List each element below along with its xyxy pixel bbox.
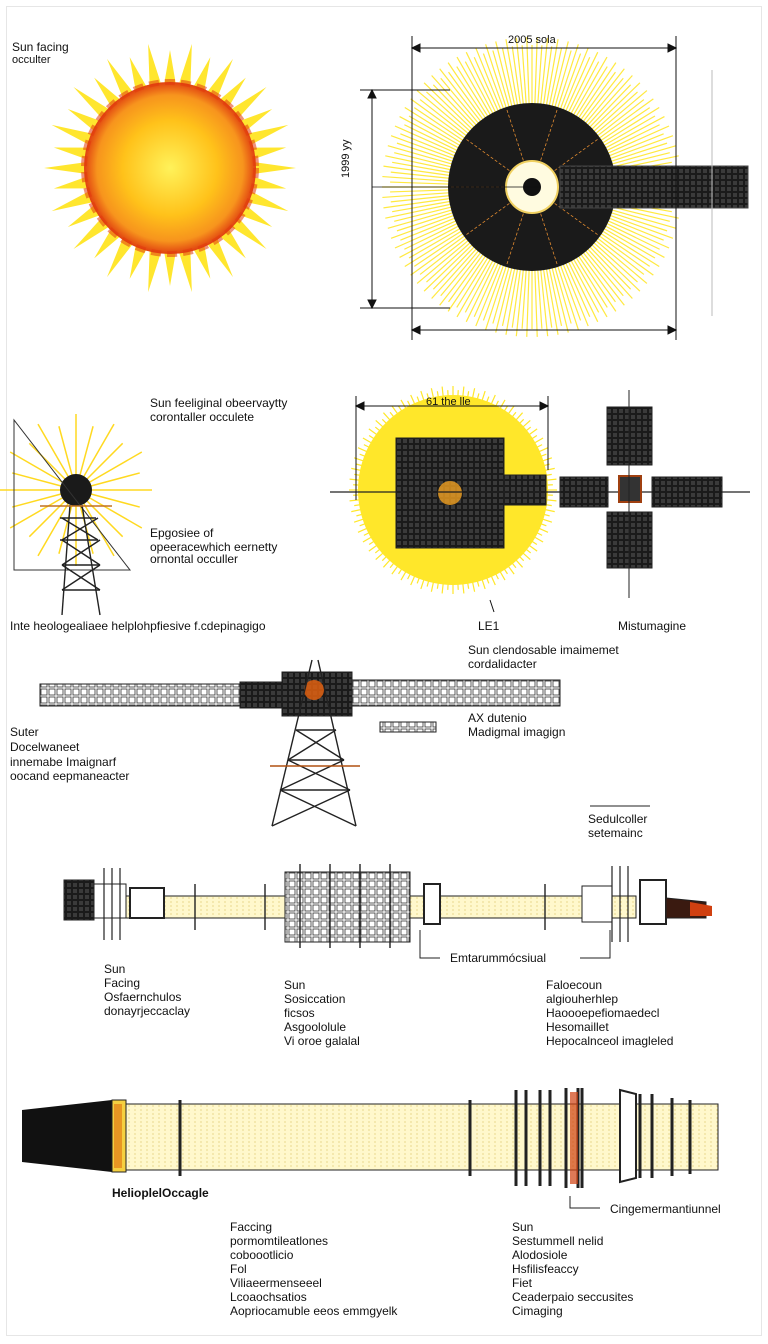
panel5-col1-line: Aopriocamuble eeos emmgyelk	[230, 1304, 398, 1318]
panel2-side-line1: Epgosiee of	[150, 526, 214, 540]
panel4-col1: Sun Facing Osfaernchulos donayrjeccaclay	[104, 962, 190, 1018]
callout-line-2	[569, 1196, 600, 1209]
panel5-col1-line: coboootlicio	[230, 1248, 294, 1262]
panel5-col2-line: Alodosiole	[512, 1248, 568, 1262]
panel3-top-line1: Sun clendosable imaimemet	[468, 643, 619, 657]
panel4-col3-line: algiouherhlep	[546, 992, 619, 1006]
panel5-col1-line: pormomtileatlones	[230, 1234, 329, 1248]
panel5-col1: Faccing pormomtileatlones coboootlicio F…	[230, 1220, 397, 1318]
sun-rays-1	[44, 43, 296, 293]
panel4-callout: Emtarummócsiual	[450, 951, 547, 965]
panel4-col3: Faloecoun algiouherhlep Haoooepefiomaede…	[546, 978, 673, 1048]
panel5-col2-line: Hsfilisfeaccy	[512, 1262, 579, 1276]
panel4-col3-line: Hepocalnceol imagleled	[546, 1034, 674, 1048]
panel4-col1-line: Facing	[104, 976, 141, 990]
panel5-col1-line: Viliaeermenseeel	[230, 1276, 322, 1290]
panel3-left-line3: innemabe Imaignarf	[10, 755, 117, 769]
panel4-col3-line: Faloecoun	[546, 978, 603, 992]
panel2-label-center: LE1	[478, 619, 500, 633]
panel4-col2-line: Asgoololule	[284, 1020, 347, 1034]
panel5-col2-line: Fiet	[512, 1276, 533, 1290]
panel5-col1-line: Fol	[230, 1262, 247, 1276]
tower-small-icon	[40, 504, 112, 616]
panel3-far-right-line2: setemainc	[588, 826, 643, 840]
panel4-col3-line: Hesomaillet	[546, 1020, 609, 1034]
panel5-col1-line: Faccing	[230, 1220, 273, 1234]
panel5-left-label: HelioplelOccagle	[112, 1186, 209, 1200]
page-frame	[6, 6, 762, 1336]
dimension-lines-1	[360, 36, 713, 340]
panel4-col1-line: Sun	[104, 962, 126, 976]
panel3-right-line2: Madigmal imagign	[468, 725, 566, 739]
panel4-col3-line: Haoooepefiomaedecl	[546, 1006, 660, 1020]
panel2-caption-bottom: Inte heologealiaee helplohpfiesive f.cde…	[10, 619, 266, 633]
panel5-col2: Sun Sestummell nelid Alodosiole Hsfilisf…	[512, 1220, 633, 1318]
panel2-side-line3: ornontal occuller	[150, 552, 239, 566]
panel3-top-line2: cordalidacter	[468, 657, 537, 671]
panel4-col2-line: Vi oroe galalal	[284, 1034, 360, 1048]
panel2-caption-line2: corontaller occulete	[150, 410, 255, 424]
panel5-col2-line: Ceaderpaio seccusites	[512, 1290, 634, 1304]
panel3-right-line1: AX dutenio	[468, 711, 527, 725]
panel4-col2-line: ficsos	[284, 1006, 315, 1020]
solar-array-panel	[559, 165, 749, 209]
panel5-col1-line: Lcoaochsatios	[230, 1290, 307, 1304]
panel4-col1-line: donayrjeccaclay	[104, 1004, 191, 1018]
panel2-dim-top: 61 the lle	[426, 396, 471, 408]
panel4-col2: Sun Sosiccation ficsos Asgoololule Vi or…	[284, 978, 360, 1048]
panel5-col2-line: Cimaging	[512, 1304, 563, 1318]
panel2-side-line2: opeeracewhich eernetty	[150, 540, 278, 554]
panel3-left-line2: Docelwaneet	[10, 740, 80, 754]
callout-line-1	[419, 930, 440, 959]
occulter-ball-icon	[60, 474, 92, 506]
panel2-label-right: Mistumagine	[618, 619, 687, 633]
panel5-col2-line: Sestummell nelid	[512, 1234, 604, 1248]
module-center	[284, 871, 411, 943]
module-left	[63, 879, 95, 921]
sun-disk-icon	[84, 82, 256, 254]
panel3-left-line4: oocand eepmaneacter	[10, 769, 130, 783]
panel4-col1-line: Osfaernchulos	[104, 990, 182, 1004]
panel1-dim-top: 2005 sola	[508, 34, 556, 46]
panel1-dim-side: 1999 yy	[340, 139, 352, 178]
panel1-caption-line1: Sun facing	[12, 40, 69, 54]
satellite-bus-icon	[618, 475, 642, 503]
panel4-col2-line: Sun	[284, 978, 306, 992]
solar-wing-left	[39, 683, 241, 707]
panel3-far-right-line1: Sedulcoller	[588, 812, 648, 826]
panel2-caption-line1: Sun feeliginal obeervaytty	[150, 396, 288, 410]
solar-wing-right	[351, 679, 561, 707]
tower-large-icon	[270, 659, 360, 827]
panel5-col2-line: Sun	[512, 1220, 534, 1234]
panel5-right-label: Cingemermantiunnel	[610, 1202, 721, 1216]
panel1-caption-line2: occulter	[12, 54, 51, 66]
panel3-left-line1: Suter	[10, 725, 39, 739]
panel4-col2-line: Sosiccation	[284, 992, 346, 1006]
dimension-lines-2	[354, 396, 550, 613]
conical-end-icon	[22, 1100, 112, 1172]
